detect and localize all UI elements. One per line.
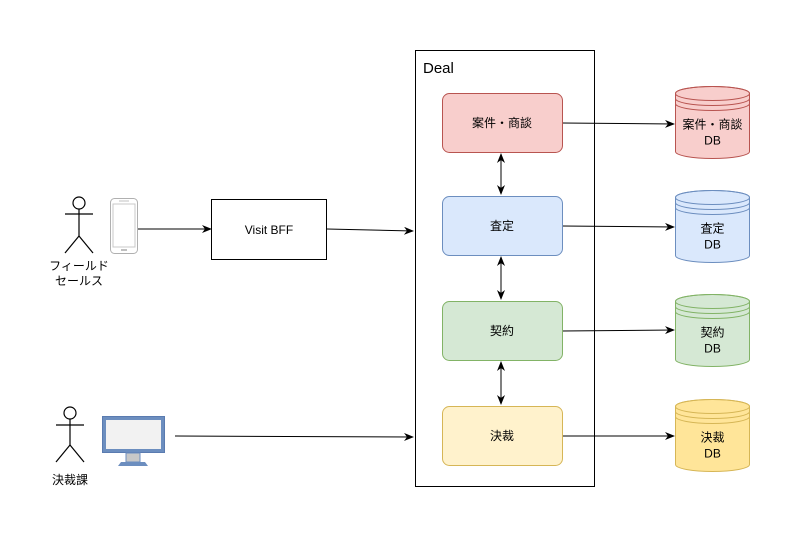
database-case-negotiation[interactable]: 案件・商談 DB <box>675 86 750 159</box>
service-box-assessment[interactable]: 査定 <box>442 196 563 256</box>
visit-bff-box[interactable]: Visit BFF <box>211 199 327 260</box>
database-label-db: DB <box>704 447 721 461</box>
service-box-case-negotiation[interactable]: 案件・商談 <box>442 93 563 153</box>
contract-to-db-arrow <box>561 326 675 335</box>
field-sales-label-line2: セールス <box>55 274 103 288</box>
connectors <box>138 119 675 441</box>
visit-bff-label: Visit BFF <box>245 223 293 237</box>
service-label: 決裁 <box>490 429 514 443</box>
service-label: 契約 <box>490 323 514 338</box>
database-contract[interactable]: 契約 DB <box>675 294 750 367</box>
database-label: 案件・商談 <box>682 117 742 132</box>
case-to-db-arrow <box>561 119 675 128</box>
service-box-contract[interactable]: 契約 <box>442 301 563 361</box>
deal-container-title: Deal <box>423 60 454 77</box>
desktop-monitor-icon <box>102 416 165 466</box>
database-label: 契約 <box>700 325 724 340</box>
monitor-to-deal-arrow <box>174 432 414 441</box>
approval-dept-actor-icon <box>55 406 85 463</box>
smartphone-icon <box>110 198 138 254</box>
service-label: 案件・商談 <box>472 115 532 130</box>
field-sales-label-line1: フィールド <box>49 259 109 273</box>
database-label-db: DB <box>704 238 721 252</box>
database-label-db: DB <box>704 134 721 148</box>
assessment-to-db-arrow <box>561 222 675 231</box>
database-assessment[interactable]: 査定 DB <box>675 190 750 263</box>
bff-to-deal-arrow <box>326 226 414 235</box>
database-label-db: DB <box>704 342 721 356</box>
service-box-approval[interactable]: 決裁 <box>442 406 563 466</box>
database-approval[interactable]: 決裁 DB <box>675 399 750 472</box>
approval-dept-label: 決裁課 <box>52 472 88 487</box>
database-label: 決裁 <box>700 431 724 445</box>
service-label: 査定 <box>490 218 514 233</box>
field-sales-actor-icon <box>64 196 94 254</box>
database-label: 査定 <box>700 221 724 236</box>
